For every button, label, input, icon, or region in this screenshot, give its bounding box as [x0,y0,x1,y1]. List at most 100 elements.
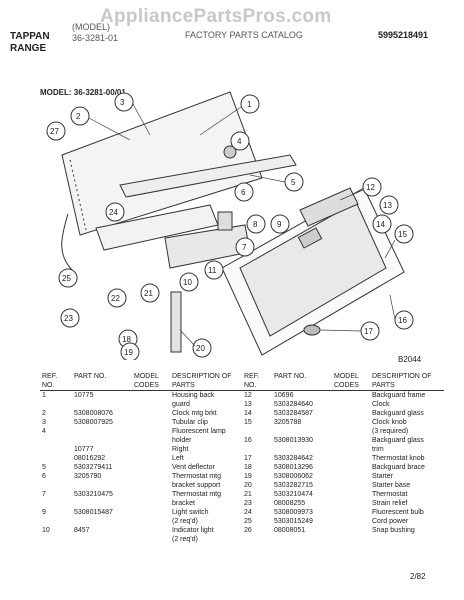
table-cell: 3 [42,419,46,426]
callout-label: 20 [196,344,205,353]
table-cell: 14 [244,410,252,417]
table-cell [72,517,132,526]
table-cell: Thermostat mtg [172,491,222,498]
callout-label: 19 [124,348,133,357]
table-cell [72,427,132,436]
table-cell: Light switch [172,509,209,516]
table-cell: (2 req'd) [172,518,198,525]
table-cell [132,481,170,490]
table-cell: 26 [244,527,252,534]
table-cell: 5303284587 [274,410,313,417]
clock-mtg-bracket [223,145,237,159]
code-line: 36-3281-01 [72,33,119,43]
table-cell [332,436,370,445]
table-cell: Strain relief [372,500,408,507]
table-cell [132,427,170,436]
backguard-brace [170,291,182,353]
table-cell: Left [172,455,184,462]
callout-label: 6 [241,188,246,197]
callout-label: 22 [111,294,120,303]
table-cell [40,481,72,490]
table-cell [132,472,170,481]
table-cell: Fluorescent bulb [372,509,424,516]
table-cell: 23 [244,500,252,507]
table-cell [332,409,370,418]
table-cell [332,526,370,535]
table-cell: 15 [244,419,252,426]
catalog-title: FACTORY PARTS CATALOG [185,30,303,40]
callout-label: 8 [253,220,258,229]
table-cell [132,391,170,401]
callout-label: 7 [242,243,247,252]
table-cell: Backguard glass [372,410,424,417]
table-cell [332,472,370,481]
callout-label: 21 [144,289,153,298]
table-cell [40,445,72,454]
table-cell [242,427,272,436]
callout-label: 9 [277,220,282,229]
table-cell: bracket support [172,482,221,489]
table-cell: 5308008076 [74,410,113,417]
table-cell: 18 [244,464,252,471]
col-ref: REF. NO. [242,372,272,391]
table-cell [242,445,272,454]
table-cell: 2 [42,410,46,417]
table-cell: 10775 [74,392,94,399]
table-row: (2 req'd) [40,535,444,544]
table-cell: 24 [244,509,252,516]
table-cell: 5303284640 [274,401,313,408]
callouts: 3 1 2 27 4 5 12 6 13 24 8 9 14 15 7 11 2… [46,92,414,360]
callout-label: 1 [247,100,252,109]
table-cell: 5303282715 [274,482,313,489]
table-cell [132,409,170,418]
table-cell: 5303210474 [274,491,313,498]
table-cell: 25 [244,518,252,525]
table-cell [272,445,332,454]
table-cell [40,400,72,409]
table-cell: Tubular clip [172,419,208,426]
table-cell: 16 [244,437,252,444]
table-cell: Snap bushing [372,527,415,534]
table-cell: 21 [244,491,252,498]
table-cell [132,526,170,535]
table-cell [132,454,170,463]
table-cell [132,517,170,526]
table-cell: Housing back [172,392,215,399]
table-cell: Right [172,446,189,453]
callout-label: 23 [64,314,73,323]
table-cell: Backguard frame [372,392,426,399]
table-cell [332,535,370,544]
table-cell [132,418,170,427]
power-cord [61,213,73,271]
table-cell: 5303279411 [74,464,113,471]
table-cell: (2 req'd) [172,536,198,543]
publication-number: 5995218491 [378,30,429,40]
table-cell [370,535,444,544]
callout-label: 11 [208,266,217,275]
table-cell: Clock mtg brkt [172,410,217,417]
leader-lines [88,103,396,347]
table-cell: 5308015487 [74,509,113,516]
callout-label: 16 [398,316,407,325]
col-part: PART NO. [72,372,132,391]
callout-label: 24 [109,208,118,217]
table-cell: 12 [244,392,252,399]
table-cell [132,445,170,454]
table-cell [332,427,370,436]
table-cell [72,499,132,508]
table-cell [40,436,72,445]
vent-deflector [119,154,297,198]
table-cell: 8457 [74,527,90,534]
table-cell: 5308006062 [274,473,313,480]
